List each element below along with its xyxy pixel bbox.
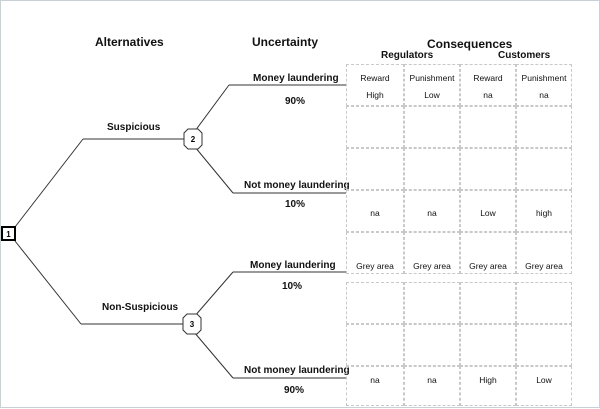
- branch-nml-suspicious: [194, 146, 234, 194]
- header-alternatives: Alternatives: [95, 35, 164, 49]
- branch-ml-non-suspicious: [193, 271, 234, 318]
- table-cell: [516, 324, 572, 366]
- table-cell: [346, 106, 404, 148]
- table-cell: [346, 282, 404, 324]
- cell-r0-c3: na: [539, 90, 549, 100]
- header-consequences: Consequences: [427, 37, 513, 51]
- outcome-probability-3: 10%: [282, 281, 303, 292]
- chance-node-2: [183, 128, 203, 150]
- branch-ml-suspicious: [194, 84, 230, 132]
- cell-r5-c3: Grey area: [525, 261, 563, 271]
- alternative-non-suspicious-label: Non-Suspicious: [102, 302, 179, 313]
- table-cell: [516, 232, 572, 274]
- table-cell: [346, 232, 404, 274]
- cell-r5-c2: Grey area: [469, 261, 507, 271]
- table-cell: [404, 282, 460, 324]
- table-cell: [404, 106, 460, 148]
- table-cell: [346, 324, 404, 366]
- cell-r0-c2: na: [483, 90, 493, 100]
- table-cell: [346, 148, 404, 190]
- table-cell: [460, 232, 516, 274]
- header-uncertainty: Uncertainty: [252, 35, 319, 49]
- outcome-probability-2: 10%: [285, 199, 306, 210]
- table-cell: [460, 148, 516, 190]
- branch-nml-non-suspicious: [193, 331, 234, 379]
- cell-r8-c2: High: [460, 366, 516, 406]
- cell-r3-c1: na: [404, 190, 460, 232]
- cell-r8-c1: na: [404, 366, 460, 406]
- chance-node-3: [182, 313, 202, 335]
- table-cell: [404, 232, 460, 274]
- cell-r0-c1: Low: [424, 90, 440, 100]
- cell-r8-c3: Low: [516, 366, 572, 406]
- decision-node-label: 1: [6, 230, 11, 239]
- cell-r0-c0: High: [366, 90, 384, 100]
- table-cell: [460, 324, 516, 366]
- cell-r5-c0: Grey area: [356, 261, 394, 271]
- table-cell: [460, 106, 516, 148]
- cell-r5-c1: Grey area: [413, 261, 451, 271]
- table-cell: [404, 324, 460, 366]
- outcome-label-4: Not money laundering: [244, 365, 350, 376]
- table-cell: [516, 148, 572, 190]
- outcome-probability-4: 90%: [284, 385, 305, 396]
- table-cell: [516, 106, 572, 148]
- cell-r3-c3: high: [516, 190, 572, 232]
- chance-node-3-label: 3: [190, 320, 195, 329]
- cell-r8-c0: na: [346, 366, 404, 406]
- alternative-suspicious-label: Suspicious: [107, 122, 161, 133]
- outcome-label-2: Not money laundering: [244, 180, 350, 191]
- chance-node-2-label: 2: [191, 135, 196, 144]
- branch-non-suspicious: [14, 240, 82, 325]
- header-customers: Customers: [498, 50, 551, 61]
- cell-r3-c2: Low: [460, 190, 516, 232]
- outcome-label-3: Money laundering: [250, 260, 336, 271]
- header-regulators: Regulators: [381, 50, 434, 61]
- outcome-label-1: Money laundering: [253, 73, 339, 84]
- branch-suspicious: [14, 138, 84, 228]
- decision-node: [1, 226, 16, 241]
- cell-r3-c0: na: [346, 190, 404, 232]
- table-cell: [516, 282, 572, 324]
- table-cell: [460, 282, 516, 324]
- outcome-probability-1: 90%: [285, 96, 306, 107]
- table-cell: [404, 148, 460, 190]
